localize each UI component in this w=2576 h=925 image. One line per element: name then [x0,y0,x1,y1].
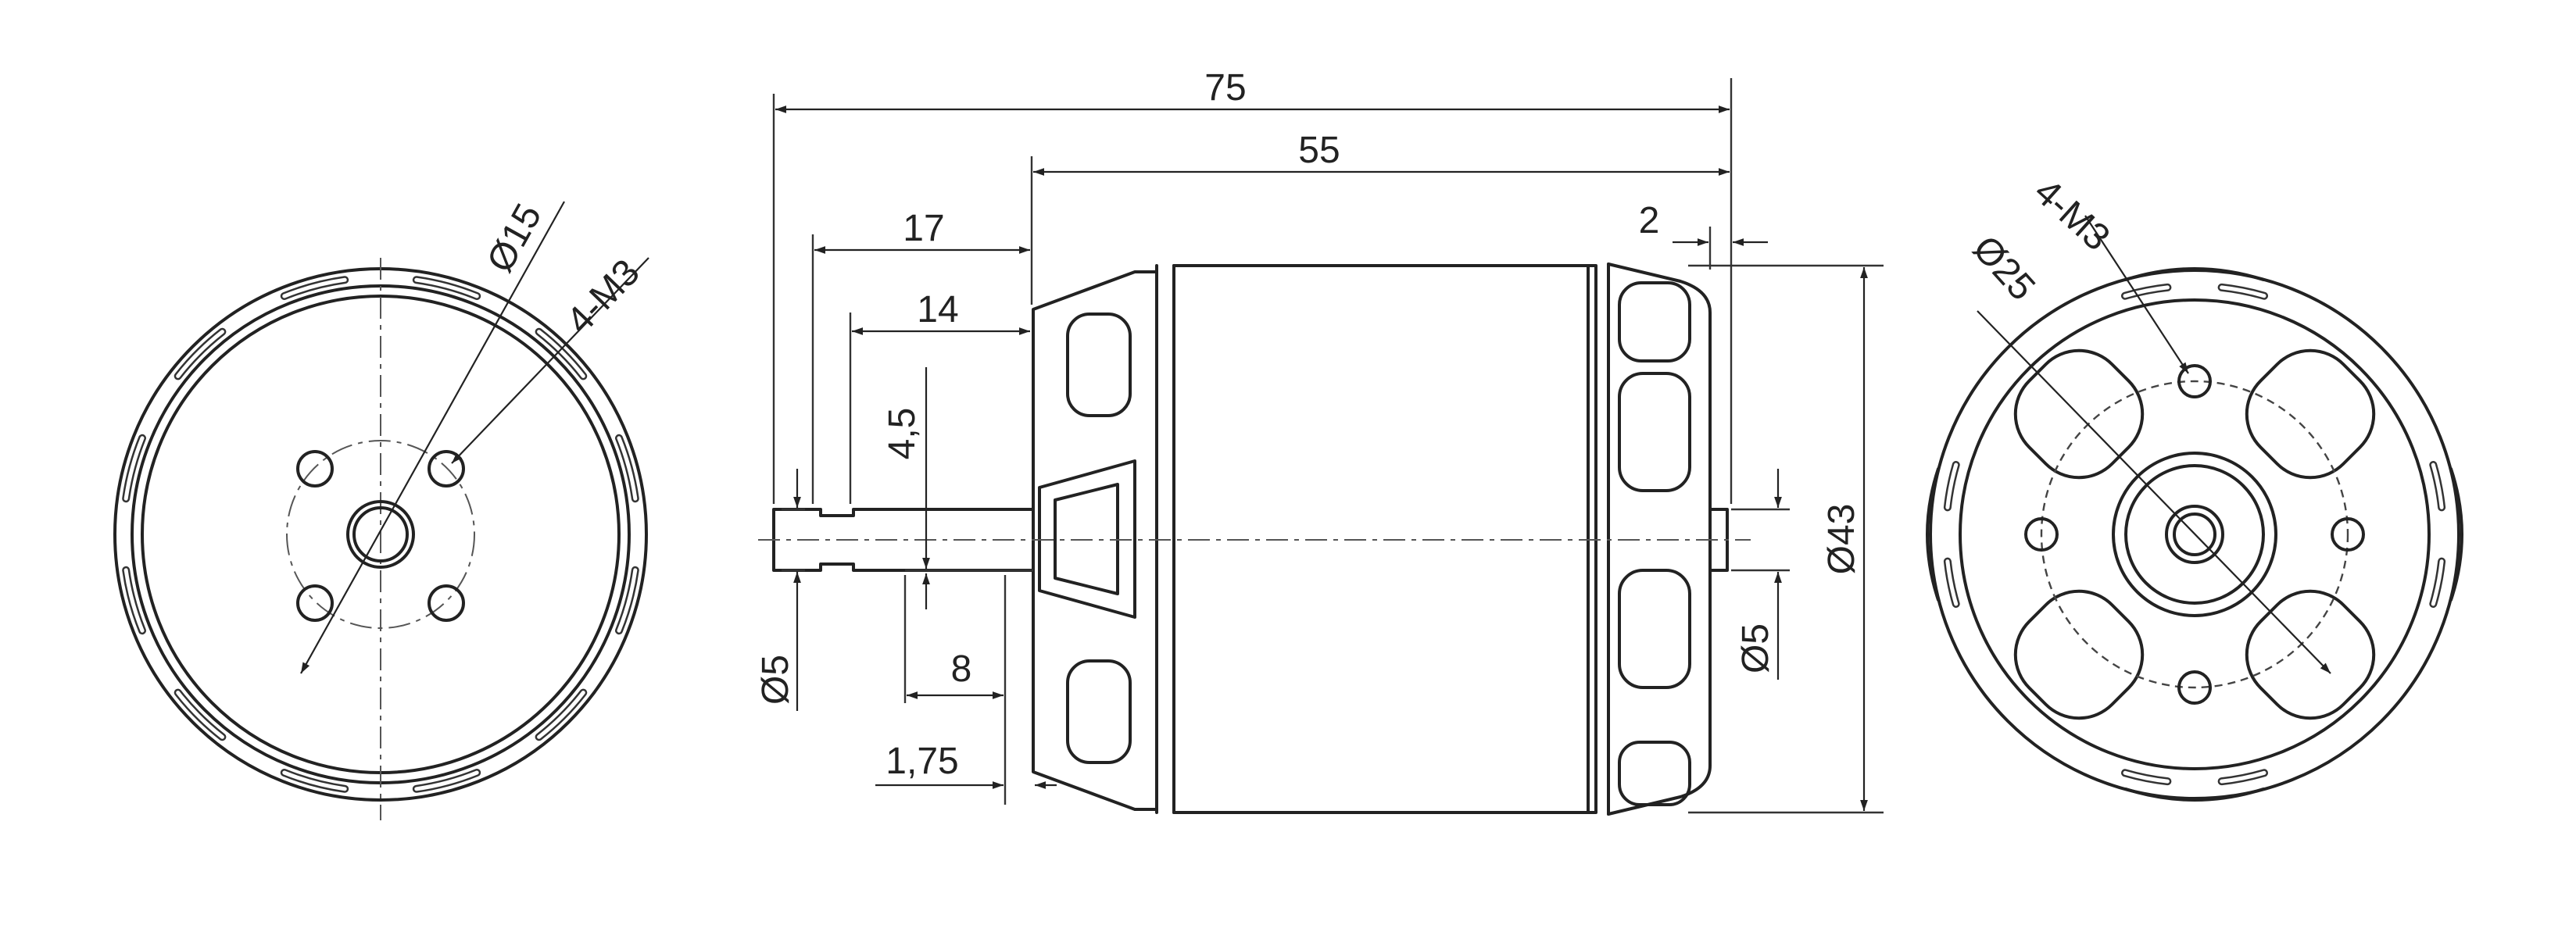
rear-dia25-leader [1977,310,2331,674]
rear-window [2245,589,2376,720]
mount-window-inner [1054,483,1119,595]
front-dim-bolt-circle: Ø15 [479,197,549,279]
vent-slot [2431,462,2444,509]
vent-slot [617,436,638,501]
rear-arc [1926,467,1940,602]
dim-shaft-flat-length: 14 [917,289,958,330]
rear-vent [1618,281,1691,362]
front-shaft-hole [346,500,415,569]
rear-window [2013,589,2145,720]
front-dim-bolt-holes: 4-M3 [559,252,648,341]
rear-shaft-core [2173,512,2216,556]
dim-shaft-groove: 8 [951,648,972,690]
rear-bolt-circle [2040,380,2349,689]
rear-vent [1618,372,1691,492]
side-view: 75 55 17 14 4,5 8 1,75 2 Ø5 Ø5 Ø43 [755,67,1884,816]
front-shaft [352,506,409,562]
dim-shaft-dia-rear: Ø5 [1735,623,1776,673]
rear-arc [2124,267,2265,281]
vent-slot [537,691,585,739]
rear-dim-bolt-circle: Ø25 [1965,228,2043,309]
vent-slot [282,770,347,791]
front-bolt-hole [428,450,465,488]
vent-slot [123,436,145,501]
front-m3-leader [451,257,649,464]
vent-slot [176,330,224,378]
front-bolt-hole [428,584,465,622]
rear-inner-rim [1959,298,2431,770]
dim-shaft-dia-front: Ø5 [755,655,796,705]
vent-slot [617,568,638,633]
front-vent-slots [122,276,639,793]
dim-mount-thickness: 1,75 [886,741,958,782]
rear-m3-leader [2084,215,2189,374]
vent-slot [282,277,347,298]
front-bolt-hole [296,584,334,622]
rear-hub-outer [2112,452,2277,617]
mount-vent [1066,659,1132,764]
rear-vent [1618,741,1691,806]
rear-shaft [2165,505,2224,564]
vent-slot [414,277,479,298]
front-dia15-leader [300,201,565,674]
rear-arc [2124,788,2265,802]
dim-overall-length: 75 [1204,67,1246,109]
vent-slot [176,691,224,739]
dim-body-diameter: Ø43 [1821,504,1862,575]
dim-shaft-to-mount: 17 [903,208,944,249]
front-view: Ø15 4-M3 [113,197,649,820]
vent-slot [1945,559,1959,606]
rear-bolt-hole [2177,670,2212,705]
rear-bolt-hole [2177,364,2212,398]
dim-rear-shaft: 2 [1639,200,1660,241]
vent-slot [2220,285,2267,298]
rear-arc [2449,467,2463,602]
vent-slot [123,568,145,633]
dim-shaft-flat-depth: 4,5 [882,408,923,460]
rear-window [2245,348,2376,480]
rear-hub-inner [2124,464,2265,605]
rear-bolt-hole [2331,517,2365,552]
vent-slot [2123,285,2170,298]
front-bolt-hole [296,450,334,488]
rear-view: Ø25 4-M3 [1926,171,2463,802]
dim-can-length: 55 [1298,130,1340,171]
rear-bolt-hole [2024,517,2059,552]
rear-vent [1618,569,1691,689]
vent-slot [2123,770,2170,784]
mount-window [1038,459,1136,619]
rear-vent-slots [1943,283,2446,786]
vent-slot [1945,462,1959,509]
vent-slot [2220,770,2267,784]
vent-slot [537,330,585,378]
vent-slot [414,770,479,791]
vent-slot [2431,559,2444,606]
mount-vent [1066,312,1132,417]
